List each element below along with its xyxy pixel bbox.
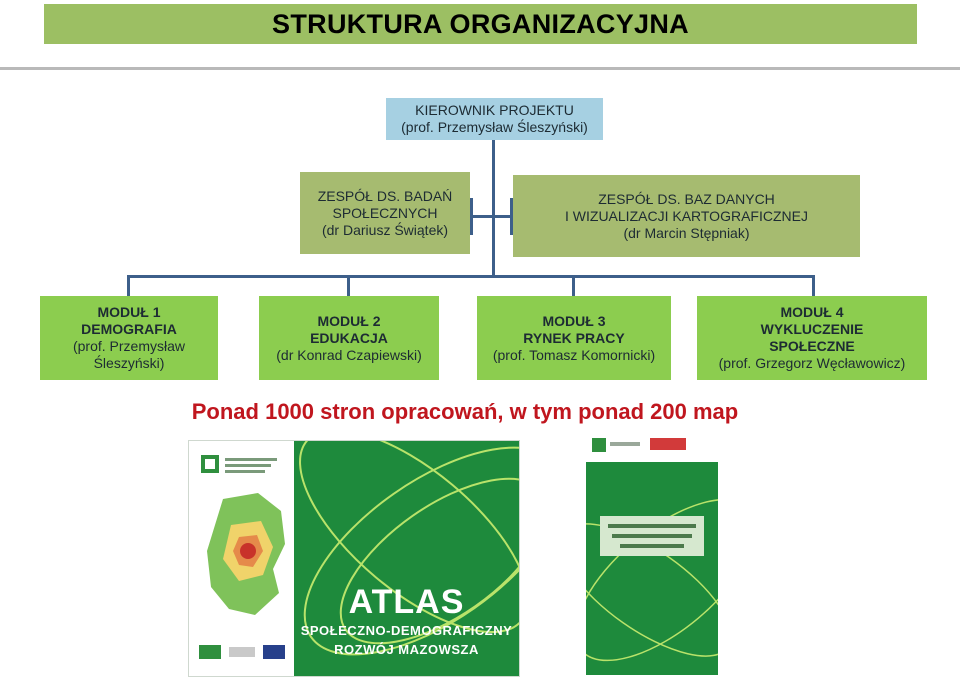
- team-title: ZESPÓŁ DS. BADAŃ: [317, 187, 453, 204]
- team-title: ZESPÓŁ DS. BAZ DANYCH: [598, 190, 775, 207]
- module-box-4: MODUŁ 4 WYKLUCZENIE SPOŁECZNE (prof. Grz…: [697, 296, 927, 380]
- report-logos: [592, 438, 686, 452]
- module-person: (prof. Tomasz Komornicki): [492, 346, 656, 363]
- cover-ellipse-decoration: [299, 441, 519, 656]
- module-person: (dr Konrad Czapiewski): [276, 346, 422, 363]
- module-name: WYKLUCZENIE: [760, 321, 864, 337]
- connector-module-4: [812, 275, 815, 296]
- report-header-strip: [586, 430, 718, 462]
- funding-logos: [199, 645, 285, 659]
- head-box: KIEROWNIK PROJEKTU (prof. Przemysław Śle…: [386, 98, 603, 140]
- module-box-3: MODUŁ 3 RYNEK PRACY (prof. Tomasz Komorn…: [477, 296, 671, 380]
- head-person: (prof. Przemysław Śleszyński): [401, 119, 588, 135]
- team-title: I WIZUALIZACJI KARTOGRAFICZNEJ: [565, 207, 808, 224]
- module-person: (prof. Przemysław: [72, 338, 186, 354]
- connector-team-left: [470, 215, 495, 218]
- connector-team-right: [492, 215, 513, 218]
- atlas-subtitle-line: SPOŁECZNO-DEMOGRAFICZNY: [300, 623, 513, 638]
- team-person: (dr Dariusz Świątek): [321, 221, 449, 238]
- atlas-subtitle-line: ROZWÓJ MAZOWSZA: [334, 642, 479, 657]
- connector-module-2: [347, 275, 350, 296]
- atlas-subtitle: SPOŁECZNO-DEMOGRAFICZNY ROZWÓJ MAZOWSZA: [294, 621, 519, 659]
- module-number: MODUŁ 1: [97, 304, 161, 320]
- module-person: (prof. Grzegorz Węcławowicz): [718, 355, 906, 371]
- module-number: MODUŁ 3: [542, 312, 606, 329]
- module-name: RYNEK PRACY: [523, 329, 625, 346]
- team-person: (dr Marcin Stępniak): [623, 224, 750, 241]
- module-number: MODUŁ 4: [780, 304, 844, 320]
- atlas-cover-image: ATLAS SPOŁECZNO-DEMOGRAFICZNY ROZWÓJ MAZ…: [188, 440, 520, 677]
- report-cover-image: [586, 430, 718, 675]
- map-illustration: [207, 493, 285, 615]
- atlas-title: ATLAS: [348, 583, 465, 621]
- connector-team-left-cap: [470, 198, 473, 235]
- title-banner: STRUKTURA ORGANIZACYJNA: [44, 4, 917, 44]
- report-title-label: [600, 516, 704, 556]
- page-title: STRUKTURA ORGANIZACYJNA: [272, 8, 689, 39]
- report-title-lines: [608, 524, 696, 548]
- team-title: SPOŁECZNYCH: [332, 204, 438, 221]
- connector-module-1: [127, 275, 130, 296]
- tagline: Ponad 1000 stron opracowań, w tym ponad …: [191, 399, 739, 424]
- module-number: MODUŁ 2: [317, 312, 381, 329]
- institute-logo: [201, 455, 277, 473]
- connector-team-right-cap: [510, 198, 513, 235]
- head-title: KIEROWNIK PROJEKTU: [415, 102, 574, 118]
- module-name: SPOŁECZNE: [769, 338, 855, 354]
- module-name: DEMOGRAFIA: [81, 321, 177, 337]
- team-box-social-research: ZESPÓŁ DS. BADAŃ SPOŁECZNYCH (dr Dariusz…: [300, 172, 470, 254]
- connector-modules-bus: [127, 275, 815, 278]
- module-box-1: MODUŁ 1 DEMOGRAFIA (prof. Przemysław Śle…: [40, 296, 218, 380]
- module-person: Śleszyński): [93, 355, 165, 371]
- team-box-databases: ZESPÓŁ DS. BAZ DANYCH I WIZUALIZACJI KAR…: [513, 175, 860, 257]
- divider: [0, 67, 960, 70]
- cover-green-band: [294, 441, 519, 676]
- module-box-2: MODUŁ 2 EDUKACJA (dr Konrad Czapiewski): [259, 296, 439, 380]
- connector-module-3: [572, 275, 575, 296]
- module-name: EDUKACJA: [310, 329, 388, 346]
- connector-head-down: [492, 140, 495, 277]
